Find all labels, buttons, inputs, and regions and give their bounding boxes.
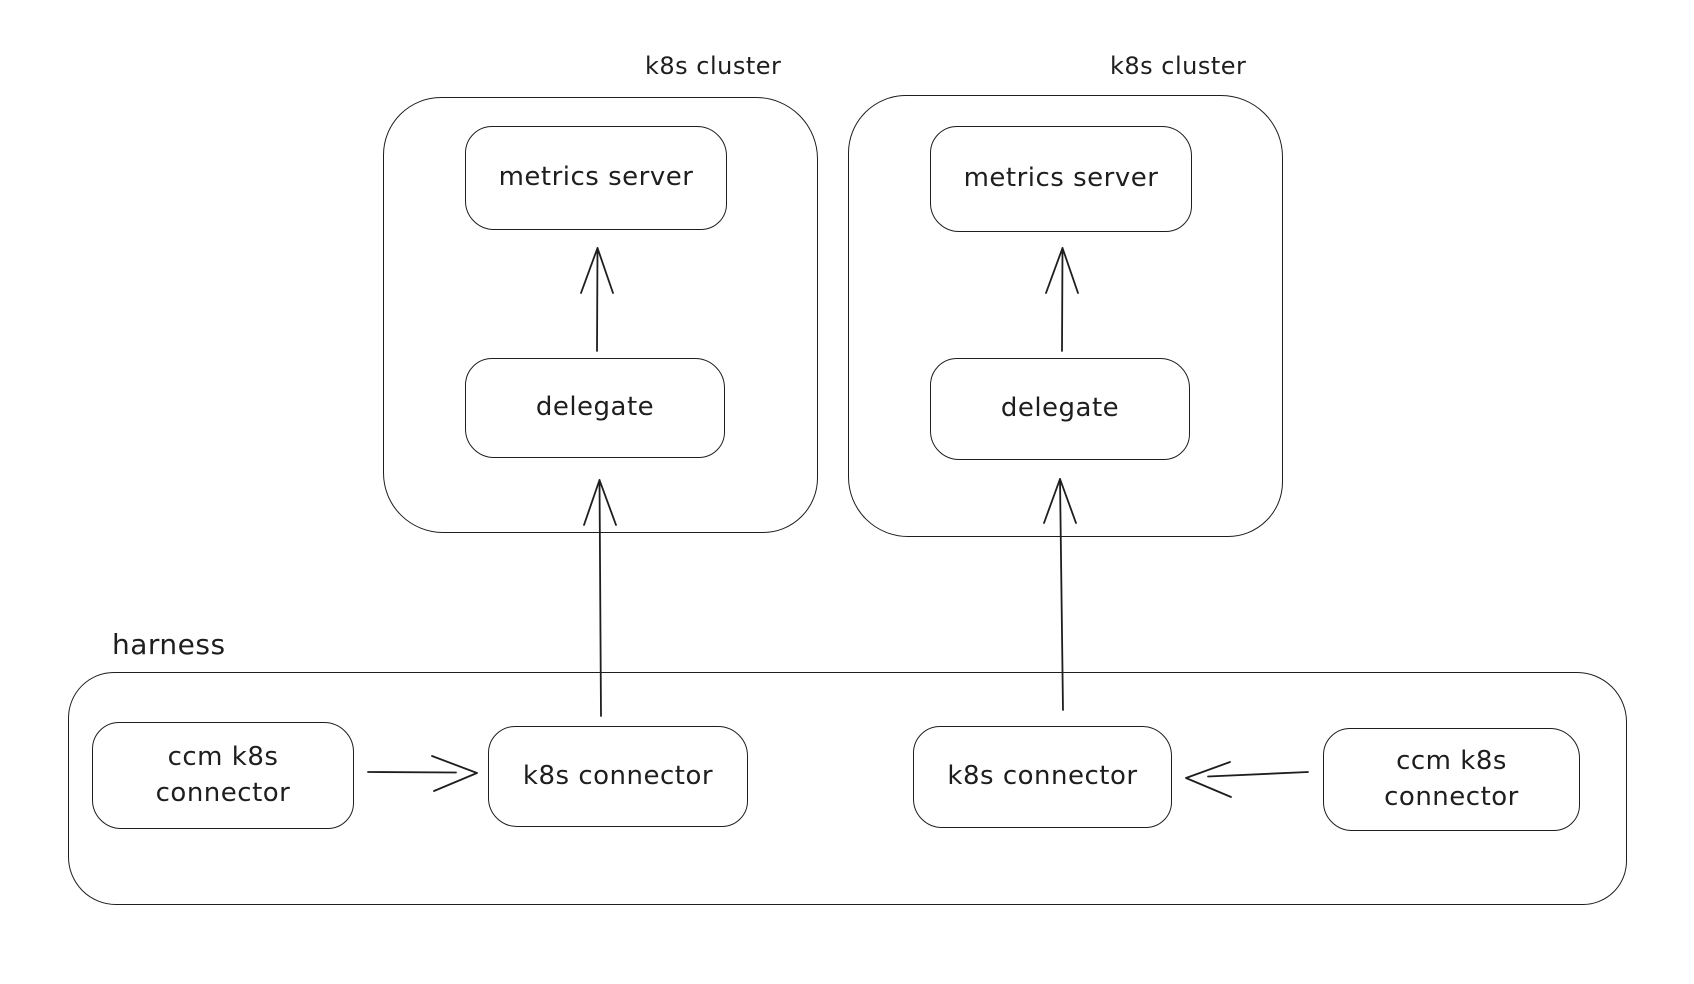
delegate-label-right: delegate (1000, 393, 1120, 424)
metrics-server-label-right: metrics server (963, 163, 1159, 194)
k8s-connector-node-right: k8s connector (913, 726, 1172, 828)
ccm-k8s-connector-label-right-line2: connector (1384, 781, 1519, 812)
ccm-k8s-connector-label-left-line1: ccm k8s (167, 742, 279, 773)
delegate-node-left: delegate (465, 358, 725, 458)
metrics-server-node-left: metrics server (465, 126, 727, 230)
cluster-label-left: k8s cluster (645, 52, 782, 80)
metrics-server-label-left: metrics server (498, 162, 694, 193)
harness-box (68, 672, 1627, 905)
cluster-label-right: k8s cluster (1110, 52, 1247, 80)
ccm-k8s-connector-label-left-line2: connector (155, 777, 291, 808)
k8s-connector-label-right: k8s connector (947, 761, 1138, 792)
harness-label: harness (112, 628, 226, 661)
k8s-connector-label-left: k8s connector (522, 760, 714, 791)
delegate-node-right: delegate (930, 358, 1190, 460)
metrics-server-node-right: metrics server (930, 126, 1192, 232)
ccm-k8s-connector-node-right: ccm k8s connector (1323, 728, 1580, 831)
ccm-k8s-connector-node-left: ccm k8s connector (92, 722, 354, 829)
ccm-k8s-connector-label-right-line1: ccm k8s (1396, 746, 1507, 777)
k8s-connector-node-left: k8s connector (488, 726, 748, 827)
k8s-cluster-box-right (848, 95, 1283, 537)
delegate-label-left: delegate (535, 392, 655, 423)
